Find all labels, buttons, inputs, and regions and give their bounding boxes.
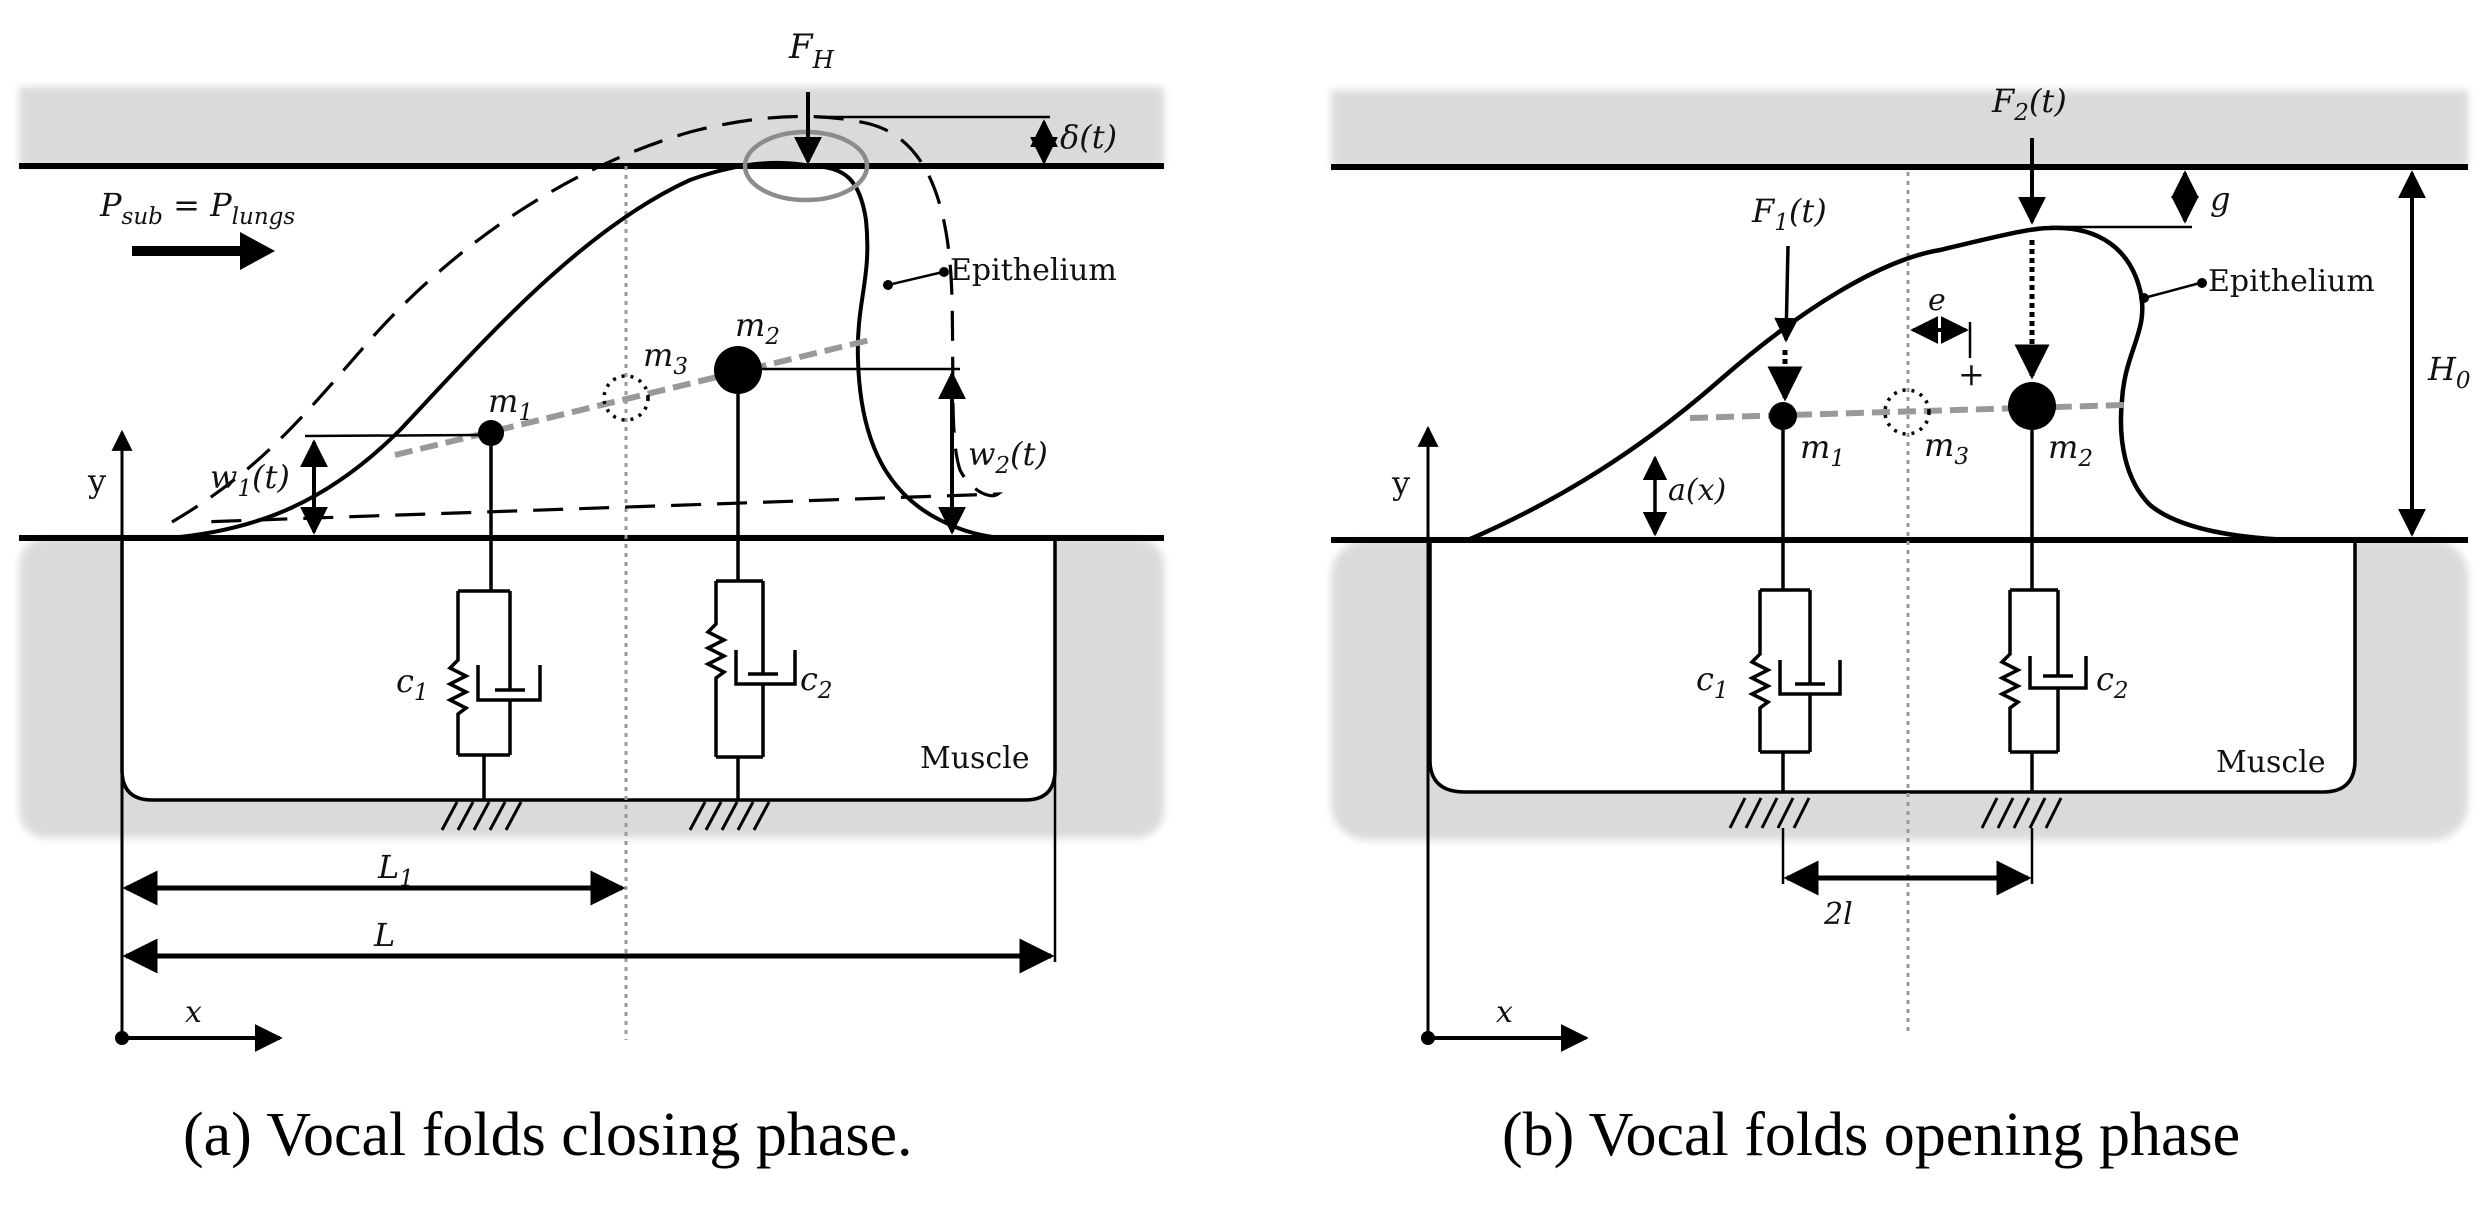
m1-label: m1 xyxy=(1800,428,1845,472)
spring-damper-c1 xyxy=(440,446,542,831)
upper-tissue-band xyxy=(19,87,1164,166)
epithelium-dot-outer xyxy=(939,267,949,277)
fold-outline-solid xyxy=(1467,225,2291,543)
mass-m2 xyxy=(714,346,762,394)
m1-label: m1 xyxy=(488,382,533,426)
panel-b: m1 m3 m2 F1(t) F2(t) g H0 Epithelium e +… xyxy=(1331,82,2471,1169)
height-label: H0 xyxy=(2427,350,2471,394)
L1-label: L1 xyxy=(377,848,414,892)
c1-label: c1 xyxy=(1696,660,1729,704)
centroid-plus: + xyxy=(1958,355,1985,393)
y-axis-label: y xyxy=(1391,464,1410,502)
ax-label: a(x) xyxy=(1668,473,1726,508)
force1-arrow xyxy=(1774,245,1799,343)
m3-label: m3 xyxy=(1924,426,1969,470)
muscle-label: Muscle xyxy=(2216,745,2326,780)
c1-label: c1 xyxy=(396,662,429,706)
gap-label: g xyxy=(2210,180,2230,218)
force2-label: F2(t) xyxy=(1991,82,2067,126)
fold-outline-solid xyxy=(169,160,1001,540)
mass-m2 xyxy=(2008,382,2056,430)
mass-m3 xyxy=(602,374,650,422)
x-axis-label: x xyxy=(1496,995,1513,1030)
pressure-label: Psub = Plungs xyxy=(99,186,295,230)
m2-label: m2 xyxy=(735,306,780,350)
flow-arrow xyxy=(132,232,275,270)
m2-label: m2 xyxy=(2048,428,2093,472)
muscle-label: Muscle xyxy=(920,741,1030,776)
x-axis-label: x xyxy=(185,995,202,1030)
c2-label: c2 xyxy=(800,660,833,704)
caption-b: (b) Vocal folds opening phase xyxy=(1502,1101,2240,1169)
spring-damper-c1 xyxy=(1728,430,1842,829)
w1-label: w1(t) xyxy=(210,458,290,502)
muscle-region xyxy=(1428,538,2357,794)
e-label: e xyxy=(1928,283,1946,318)
epithelium-dot-inner xyxy=(883,280,893,290)
epithelium-pointer xyxy=(2143,281,2201,300)
caption-a: (a) Vocal folds closing phase. xyxy=(183,1101,913,1169)
mass-m3 xyxy=(1883,388,1931,436)
y-axis-label: y xyxy=(87,462,106,500)
panel-a: FH δ(t) Psub = Plungs Epithelium m1 m3 m… xyxy=(19,27,1164,1169)
force-h-label: FH xyxy=(788,27,835,74)
m3-label: m3 xyxy=(643,336,688,380)
mass-connector-line xyxy=(1689,402,2125,421)
force1-label: F1(t) xyxy=(1751,192,1827,236)
two-l-label: 2l xyxy=(1823,897,1853,932)
L-label: L xyxy=(373,916,395,954)
upper-tissue-band xyxy=(1331,90,2468,167)
epithelium-label: Epithelium xyxy=(950,253,1117,288)
w2-label: w2(t) xyxy=(968,435,1048,479)
fold-outline-dashed xyxy=(171,114,1004,524)
w1-ref-line xyxy=(304,433,481,438)
delta-label: δ(t) xyxy=(1060,118,1117,156)
spring-damper-c2 xyxy=(688,394,797,831)
epithelium-label: Epithelium xyxy=(2208,264,2375,299)
c2-label: c2 xyxy=(2096,660,2129,704)
mass-m1 xyxy=(1769,402,1797,430)
mass-m1 xyxy=(478,420,504,446)
spring-damper-c2 xyxy=(1980,430,2088,829)
epithelium-pointer xyxy=(887,270,944,287)
muscle-region xyxy=(120,536,1057,802)
epithelium-dot-outer xyxy=(2197,278,2207,288)
epithelium-dot-inner xyxy=(2139,293,2149,303)
